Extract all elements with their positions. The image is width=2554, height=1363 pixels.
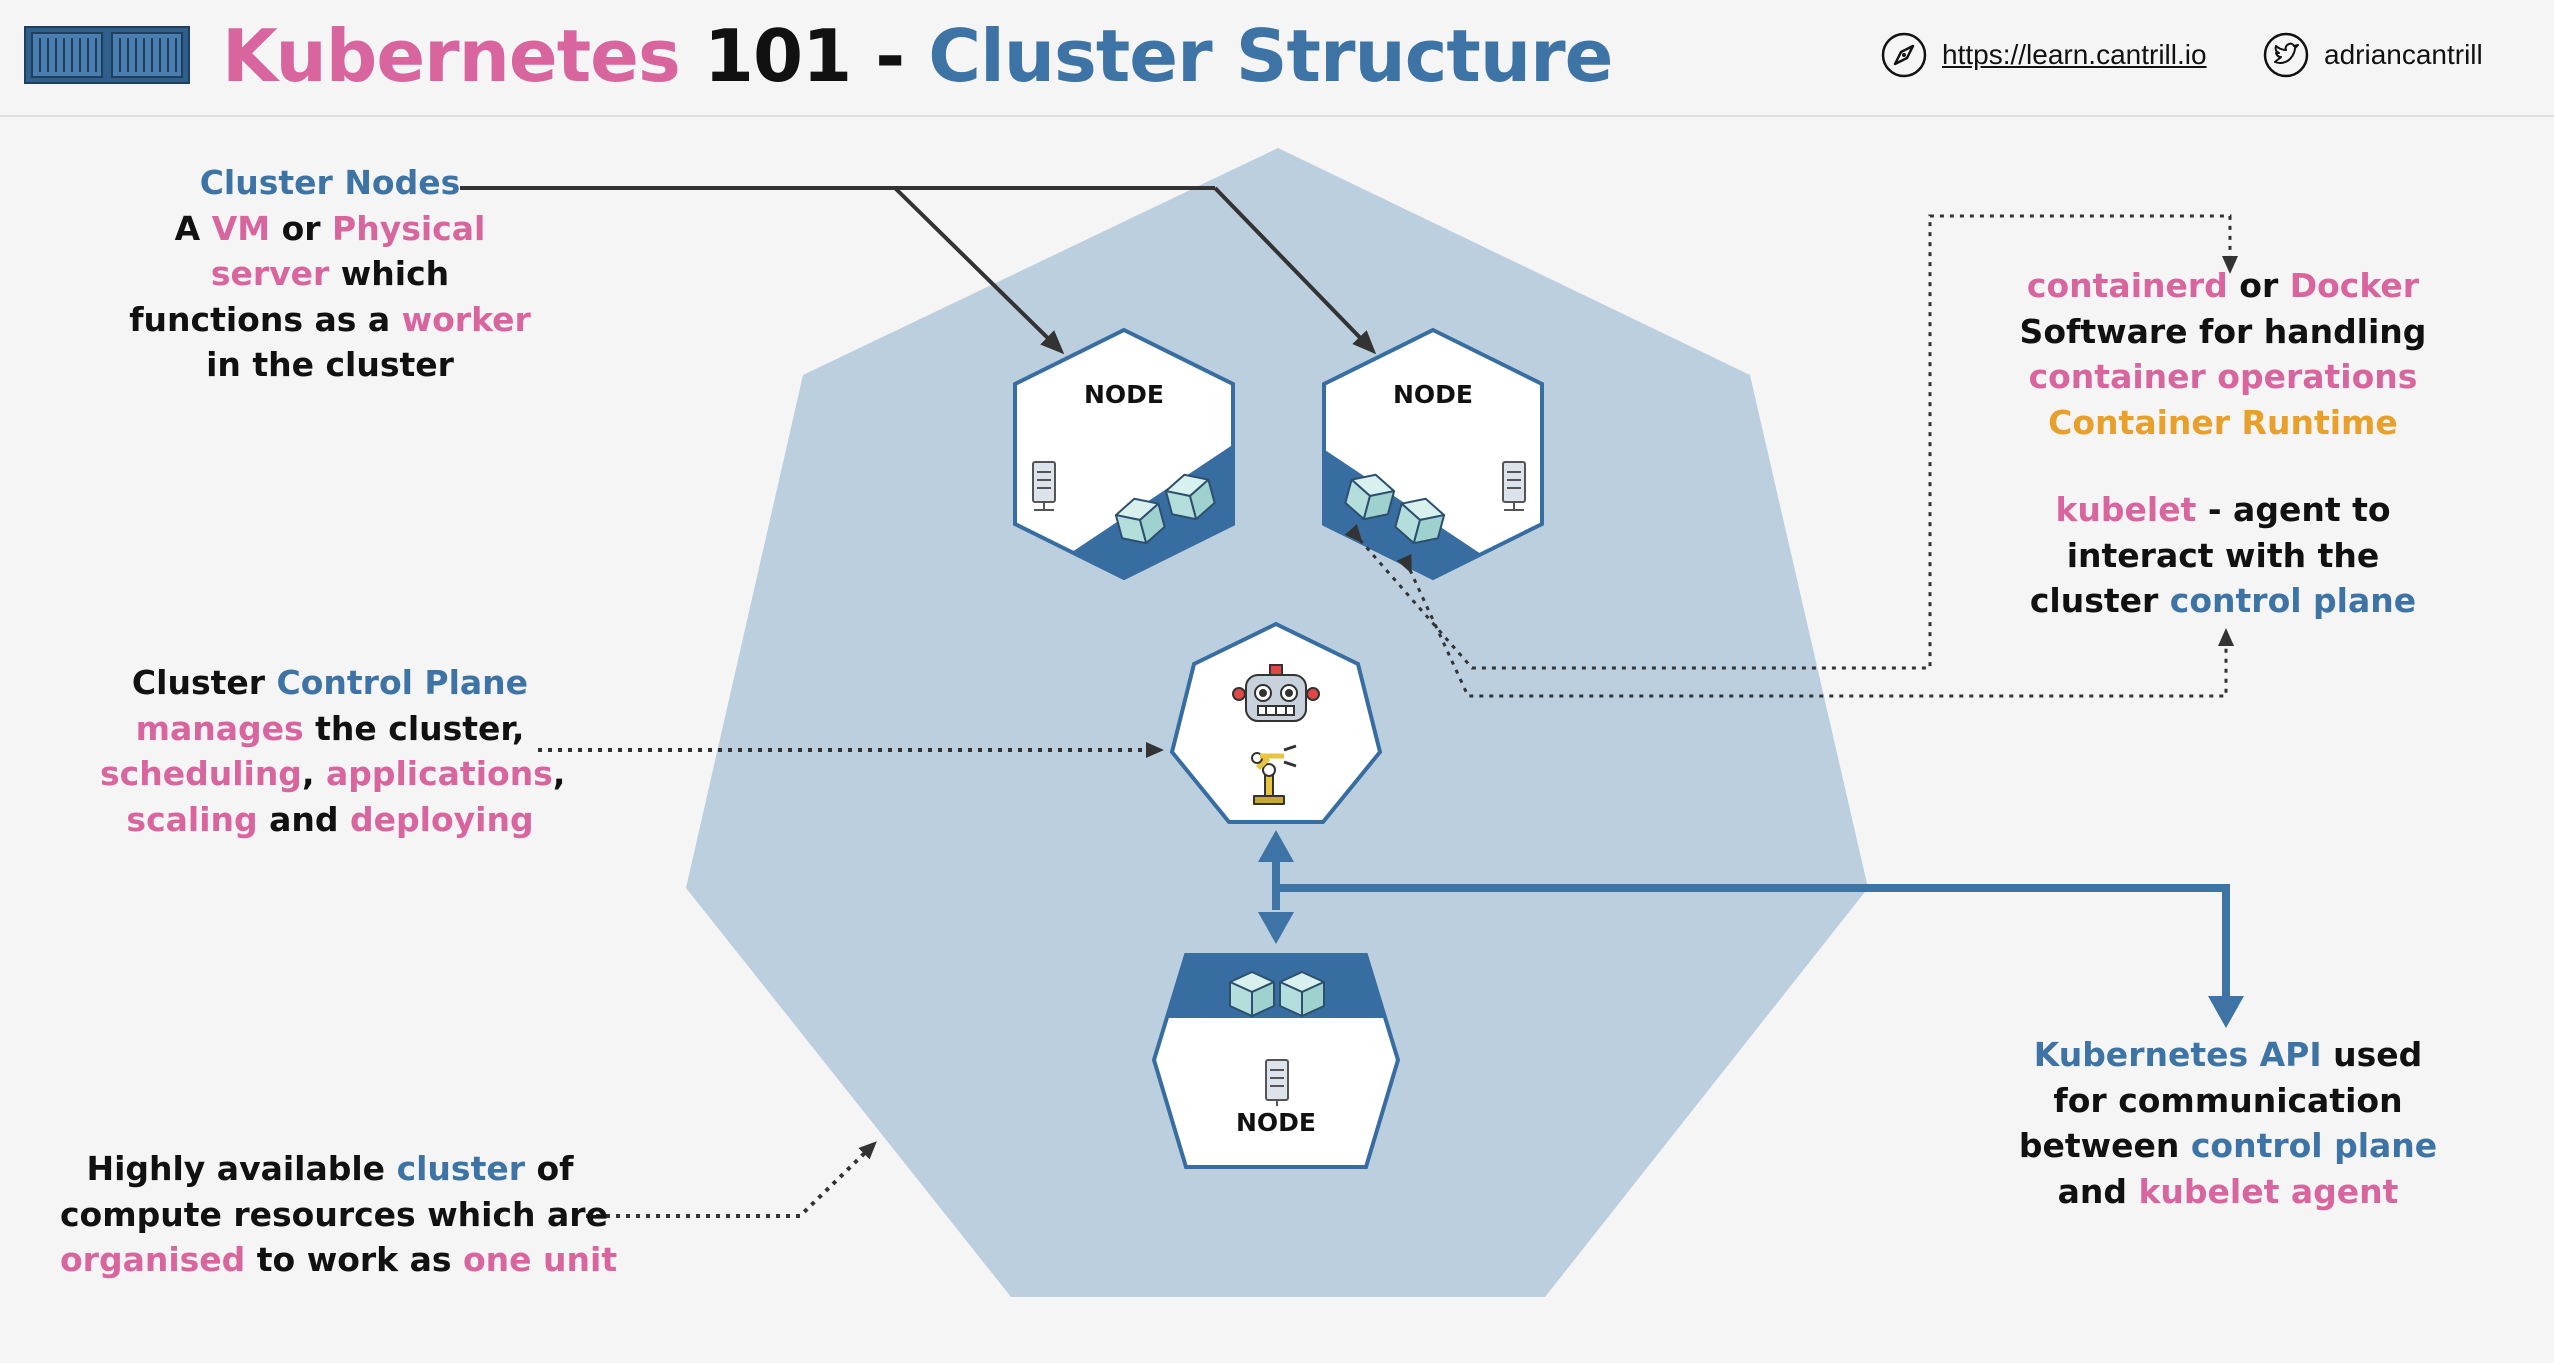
text: VM (211, 208, 271, 248)
text: Container Runtime (2048, 402, 2398, 442)
text: Docker (2289, 266, 2420, 305)
text: manages (135, 708, 304, 748)
container-cube-icon (1229, 971, 1325, 1017)
text: applications (325, 754, 553, 793)
text: used (2321, 1035, 2423, 1074)
text: kubelet (2055, 490, 2197, 529)
website-link[interactable]: https://learn.cantrill.io (1880, 30, 2207, 80)
api-arrows (1258, 830, 2244, 1028)
text: to work as (245, 1240, 463, 1279)
twitter-link[interactable]: adriancantrill (2262, 30, 2483, 80)
text: one unit (463, 1240, 618, 1279)
text: or (270, 208, 333, 248)
text: compute resources which are (60, 1194, 608, 1234)
title-part-101: 101 - (679, 14, 929, 98)
cluster-nodes-note: Cluster Nodes A VM or Physical server wh… (110, 160, 550, 388)
text: interact with the (2066, 535, 2380, 575)
text: control plane (2169, 581, 2417, 620)
text: of (525, 1149, 574, 1188)
server-icon (1265, 1059, 1289, 1106)
text: Control Plane (276, 663, 529, 702)
twitter-bird-icon (2263, 32, 2309, 78)
node-bottom (1151, 953, 1401, 1169)
text: Kubernetes API (2033, 1035, 2322, 1074)
text: control plane (2190, 1126, 2438, 1165)
runtime-pointer (1344, 214, 2238, 670)
robotic-arm-icon (1251, 744, 1297, 805)
container-cube-icon (1114, 473, 1216, 545)
compass-icon (1881, 32, 1927, 78)
text: Physical (332, 208, 486, 248)
cluster-note: Highly available cluster of compute reso… (60, 1146, 617, 1283)
text: Cluster (199, 163, 333, 202)
title-part-kubernetes: Kubernetes (222, 14, 681, 98)
text: container operations (2028, 357, 2418, 396)
text: deploying (350, 799, 534, 839)
control-plane (1169, 621, 1383, 824)
text: functions as a (129, 299, 402, 339)
header: Kubernetes 101 - Cluster Structure https… (0, 0, 2554, 117)
text: kubelet agent (2138, 1171, 2399, 1211)
text: organised (60, 1240, 246, 1279)
text: cluster (2029, 581, 2170, 620)
text: Software for handling (2019, 311, 2427, 351)
text: containerd (2026, 266, 2228, 305)
api-note: Kubernetes API used for communication be… (1990, 1032, 2466, 1214)
text: or (2227, 266, 2290, 305)
cluster-pointer (586, 1141, 877, 1218)
text: and (2057, 1171, 2139, 1211)
text: scheduling (100, 754, 302, 793)
control-plane-note: Cluster Control Plane manages the cluste… (100, 660, 565, 842)
text: Nodes (332, 163, 461, 202)
text: for communication (2053, 1080, 2403, 1120)
title-part-cluster-structure: Cluster Structure (928, 14, 1613, 98)
runtime-note: containerd or Docker Software for handli… (1990, 263, 2456, 445)
text: Cluster (131, 663, 277, 702)
text: worker (401, 299, 531, 339)
node-label: NODE (1083, 380, 1164, 409)
page-title: Kubernetes 101 - Cluster Structure (222, 8, 1613, 104)
text: in the cluster (206, 345, 454, 384)
text: server (210, 254, 330, 293)
kubelet-note: kubelet - agent to interact with the clu… (1990, 487, 2456, 624)
text: A (174, 208, 212, 248)
website-url[interactable]: https://learn.cantrill.io (1942, 39, 2207, 70)
text: and (257, 799, 351, 839)
text: scaling (126, 799, 258, 839)
robot-icon (1232, 664, 1320, 722)
twitter-handle[interactable]: adriancantrill (2324, 39, 2483, 70)
text: between (2018, 1126, 2191, 1165)
server-rack-logo (24, 26, 190, 84)
text: cluster (396, 1149, 526, 1188)
node-label: NODE (1392, 380, 1473, 409)
text: which (329, 254, 450, 293)
server-icon (1032, 461, 1056, 511)
server-icon (1502, 461, 1526, 511)
text: , (552, 754, 566, 793)
node-label: NODE (1235, 1108, 1316, 1137)
text: - agent to (2196, 490, 2391, 529)
text: Highly available (86, 1149, 397, 1188)
text: , (301, 754, 326, 793)
text: the cluster, (303, 708, 525, 748)
